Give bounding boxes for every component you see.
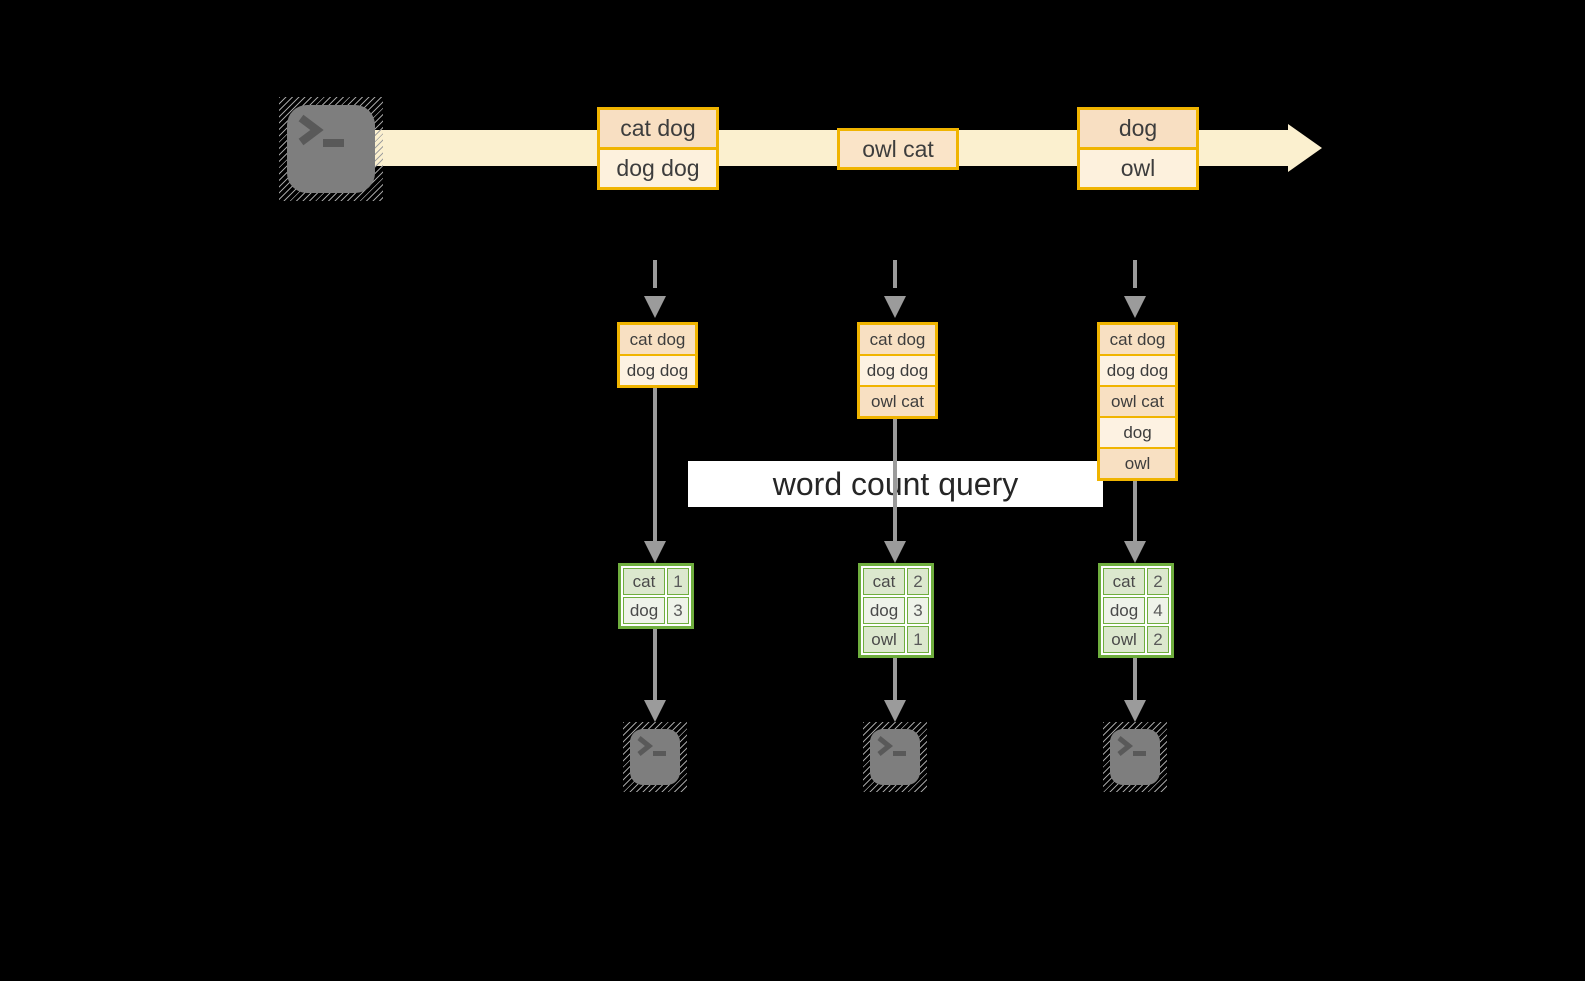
count-cell: 3 — [907, 597, 929, 624]
terminal-prompt-icon — [298, 114, 344, 147]
word-cell: owl — [863, 626, 905, 653]
table-row: dog 4 — [1103, 597, 1169, 624]
query-arrow-line — [653, 386, 657, 541]
count-cell: 1 — [907, 626, 929, 653]
terminal-body — [870, 729, 920, 785]
table-row: cat 1 — [623, 568, 689, 595]
sink-terminal-icon — [623, 722, 687, 792]
dashed-arrow-line — [893, 260, 897, 288]
word-cell: dog — [1103, 597, 1145, 624]
query-arrow-line — [1133, 479, 1137, 541]
buffered-event: dog dog — [860, 354, 935, 385]
count-cell: 3 — [667, 597, 689, 624]
down-arrowhead-icon — [644, 700, 666, 722]
buffered-events-stack-3: cat dog dog dog owl cat dog owl — [1097, 322, 1178, 481]
terminal-prompt-icon — [1117, 736, 1146, 756]
word-cell: dog — [863, 597, 905, 624]
word-count-table-1: cat 1 dog 3 — [618, 563, 694, 629]
stream-event: dog — [1080, 110, 1196, 147]
buffered-events-stack-2: cat dog dog dog owl cat — [857, 322, 938, 419]
table-row: cat 2 — [1103, 568, 1169, 595]
word-cell: cat — [1103, 568, 1145, 595]
down-arrowhead-icon — [644, 296, 666, 318]
buffered-event: owl — [1100, 447, 1175, 478]
down-arrowhead-icon — [1124, 700, 1146, 722]
buffered-event: cat dog — [860, 325, 935, 354]
word-count-table-2: cat 2 dog 3 owl 1 — [858, 563, 934, 658]
buffered-event: owl cat — [1100, 385, 1175, 416]
stream-event-group-1: cat dog dog dog — [597, 107, 719, 190]
buffered-event: dog — [1100, 416, 1175, 447]
buffered-event: dog dog — [1100, 354, 1175, 385]
stream-event: owl cat — [862, 135, 934, 162]
terminal-body — [630, 729, 680, 785]
down-arrowhead-icon — [644, 541, 666, 563]
terminal-prompt-icon — [877, 736, 906, 756]
buffered-events-stack-1: cat dog dog dog — [617, 322, 698, 388]
down-arrowhead-icon — [1124, 296, 1146, 318]
query-arrow-line — [893, 417, 897, 541]
down-arrowhead-icon — [884, 700, 906, 722]
buffered-event: cat dog — [620, 325, 695, 354]
table-row: cat 2 — [863, 568, 929, 595]
count-cell: 1 — [667, 568, 689, 595]
word-cell: cat — [863, 568, 905, 595]
down-arrowhead-icon — [884, 541, 906, 563]
table-row: dog 3 — [863, 597, 929, 624]
buffered-event: cat dog — [1100, 325, 1175, 354]
word-cell: owl — [1103, 626, 1145, 653]
output-arrow-line — [653, 627, 657, 700]
word-count-table-3: cat 2 dog 4 owl 2 — [1098, 563, 1174, 658]
stream-event: owl — [1080, 147, 1196, 187]
terminal-body — [287, 105, 375, 193]
count-cell: 4 — [1147, 597, 1169, 624]
count-cell: 2 — [1147, 626, 1169, 653]
source-terminal-icon — [279, 97, 383, 201]
table-row: owl 2 — [1103, 626, 1169, 653]
stream-event-group-3: dog owl — [1077, 107, 1199, 190]
down-arrowhead-icon — [1124, 541, 1146, 563]
stream-event-group-2: owl cat — [837, 128, 959, 170]
table-row: owl 1 — [863, 626, 929, 653]
stream-event: cat dog — [600, 110, 716, 147]
count-cell: 2 — [907, 568, 929, 595]
dashed-arrow-line — [653, 260, 657, 288]
down-arrowhead-icon — [884, 296, 906, 318]
terminal-body — [1110, 729, 1160, 785]
terminal-prompt-icon — [637, 736, 666, 756]
output-arrow-line — [1133, 656, 1137, 700]
stream-axis-arrowhead-icon — [1288, 124, 1322, 172]
sink-terminal-icon — [863, 722, 927, 792]
buffered-event: dog dog — [620, 354, 695, 385]
table-row: dog 3 — [623, 597, 689, 624]
output-arrow-line — [893, 656, 897, 700]
word-cell: cat — [623, 568, 665, 595]
dashed-arrow-line — [1133, 260, 1137, 288]
word-cell: dog — [623, 597, 665, 624]
sink-terminal-icon — [1103, 722, 1167, 792]
stream-event: dog dog — [600, 147, 716, 187]
buffered-event: owl cat — [860, 385, 935, 416]
count-cell: 2 — [1147, 568, 1169, 595]
